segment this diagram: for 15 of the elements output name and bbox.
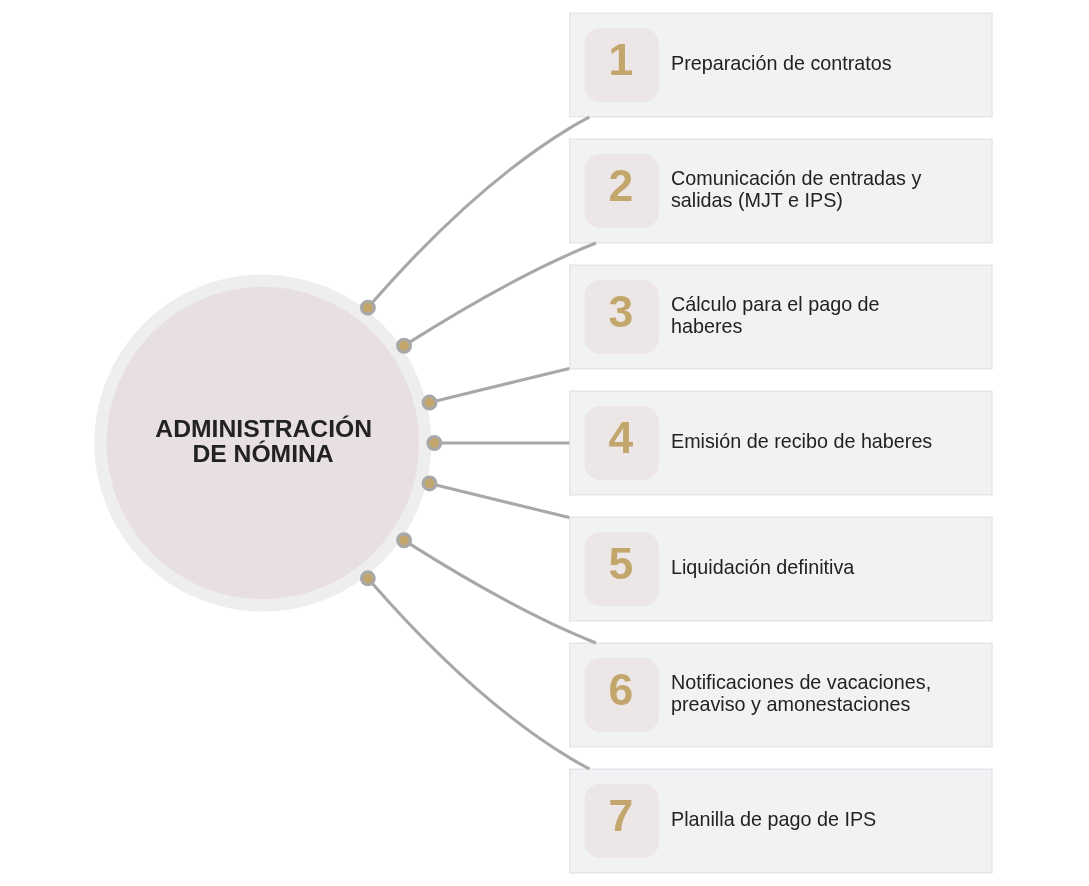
node-box: 2 Comunicación de entradas y salidas (MJT e IPS) xyxy=(568,138,993,244)
connector xyxy=(359,115,590,316)
connector xyxy=(359,570,590,771)
connector xyxy=(395,241,596,354)
connector xyxy=(421,366,570,411)
connector xyxy=(395,532,596,645)
node-box: 3 Cálculo para el pago de haberes xyxy=(568,264,993,370)
node-box: 5 Liquidación definitiva xyxy=(568,516,993,622)
node-box: 7 Planilla de pago de IPS xyxy=(568,768,993,874)
connector xyxy=(425,435,569,451)
node-box: 1 Preparación de contratos xyxy=(568,12,993,118)
node-circle: ADMINISTRACIÓN DE NÓMINA xyxy=(93,274,431,612)
connector xyxy=(421,475,570,520)
node-box: 6 Notificaciones de vacaciones, preaviso y amonestaciones xyxy=(568,642,993,748)
node-box: 4 Emisión de recibo de haberes xyxy=(568,390,993,496)
